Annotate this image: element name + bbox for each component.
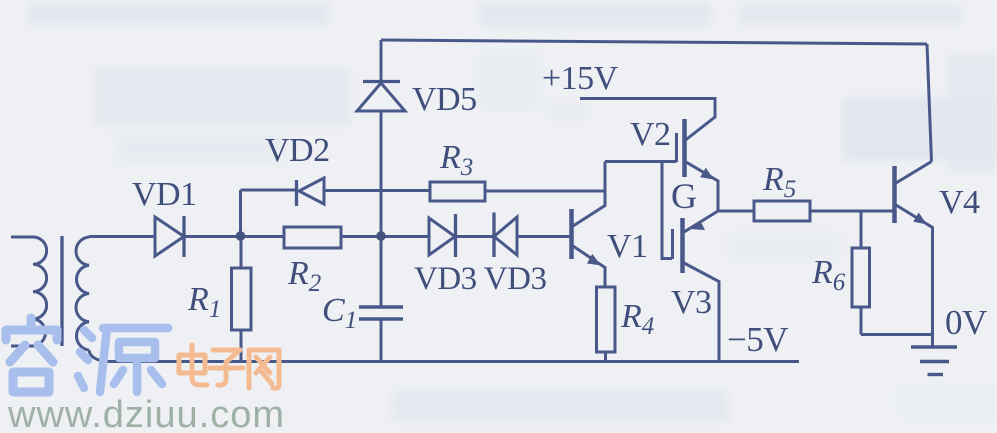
svg-text:G: G: [671, 176, 697, 216]
svg-text:V4: V4: [939, 184, 980, 221]
svg-text:R1: R1: [187, 281, 221, 323]
svg-text:VD2: VD2: [265, 132, 330, 169]
svg-text:V1: V1: [607, 228, 648, 265]
svg-text:0V: 0V: [945, 303, 987, 342]
svg-text:V2: V2: [630, 116, 671, 153]
svg-text:VD5: VD5: [412, 81, 477, 118]
svg-text:V3: V3: [671, 284, 712, 321]
svg-text:VD3 VD3: VD3 VD3: [414, 261, 546, 297]
svg-text:+15V: +15V: [542, 60, 619, 97]
svg-text:VD1: VD1: [132, 176, 197, 213]
svg-text:−5V: −5V: [727, 320, 788, 359]
svg-text:www.dziuu.com: www.dziuu.com: [7, 394, 285, 433]
